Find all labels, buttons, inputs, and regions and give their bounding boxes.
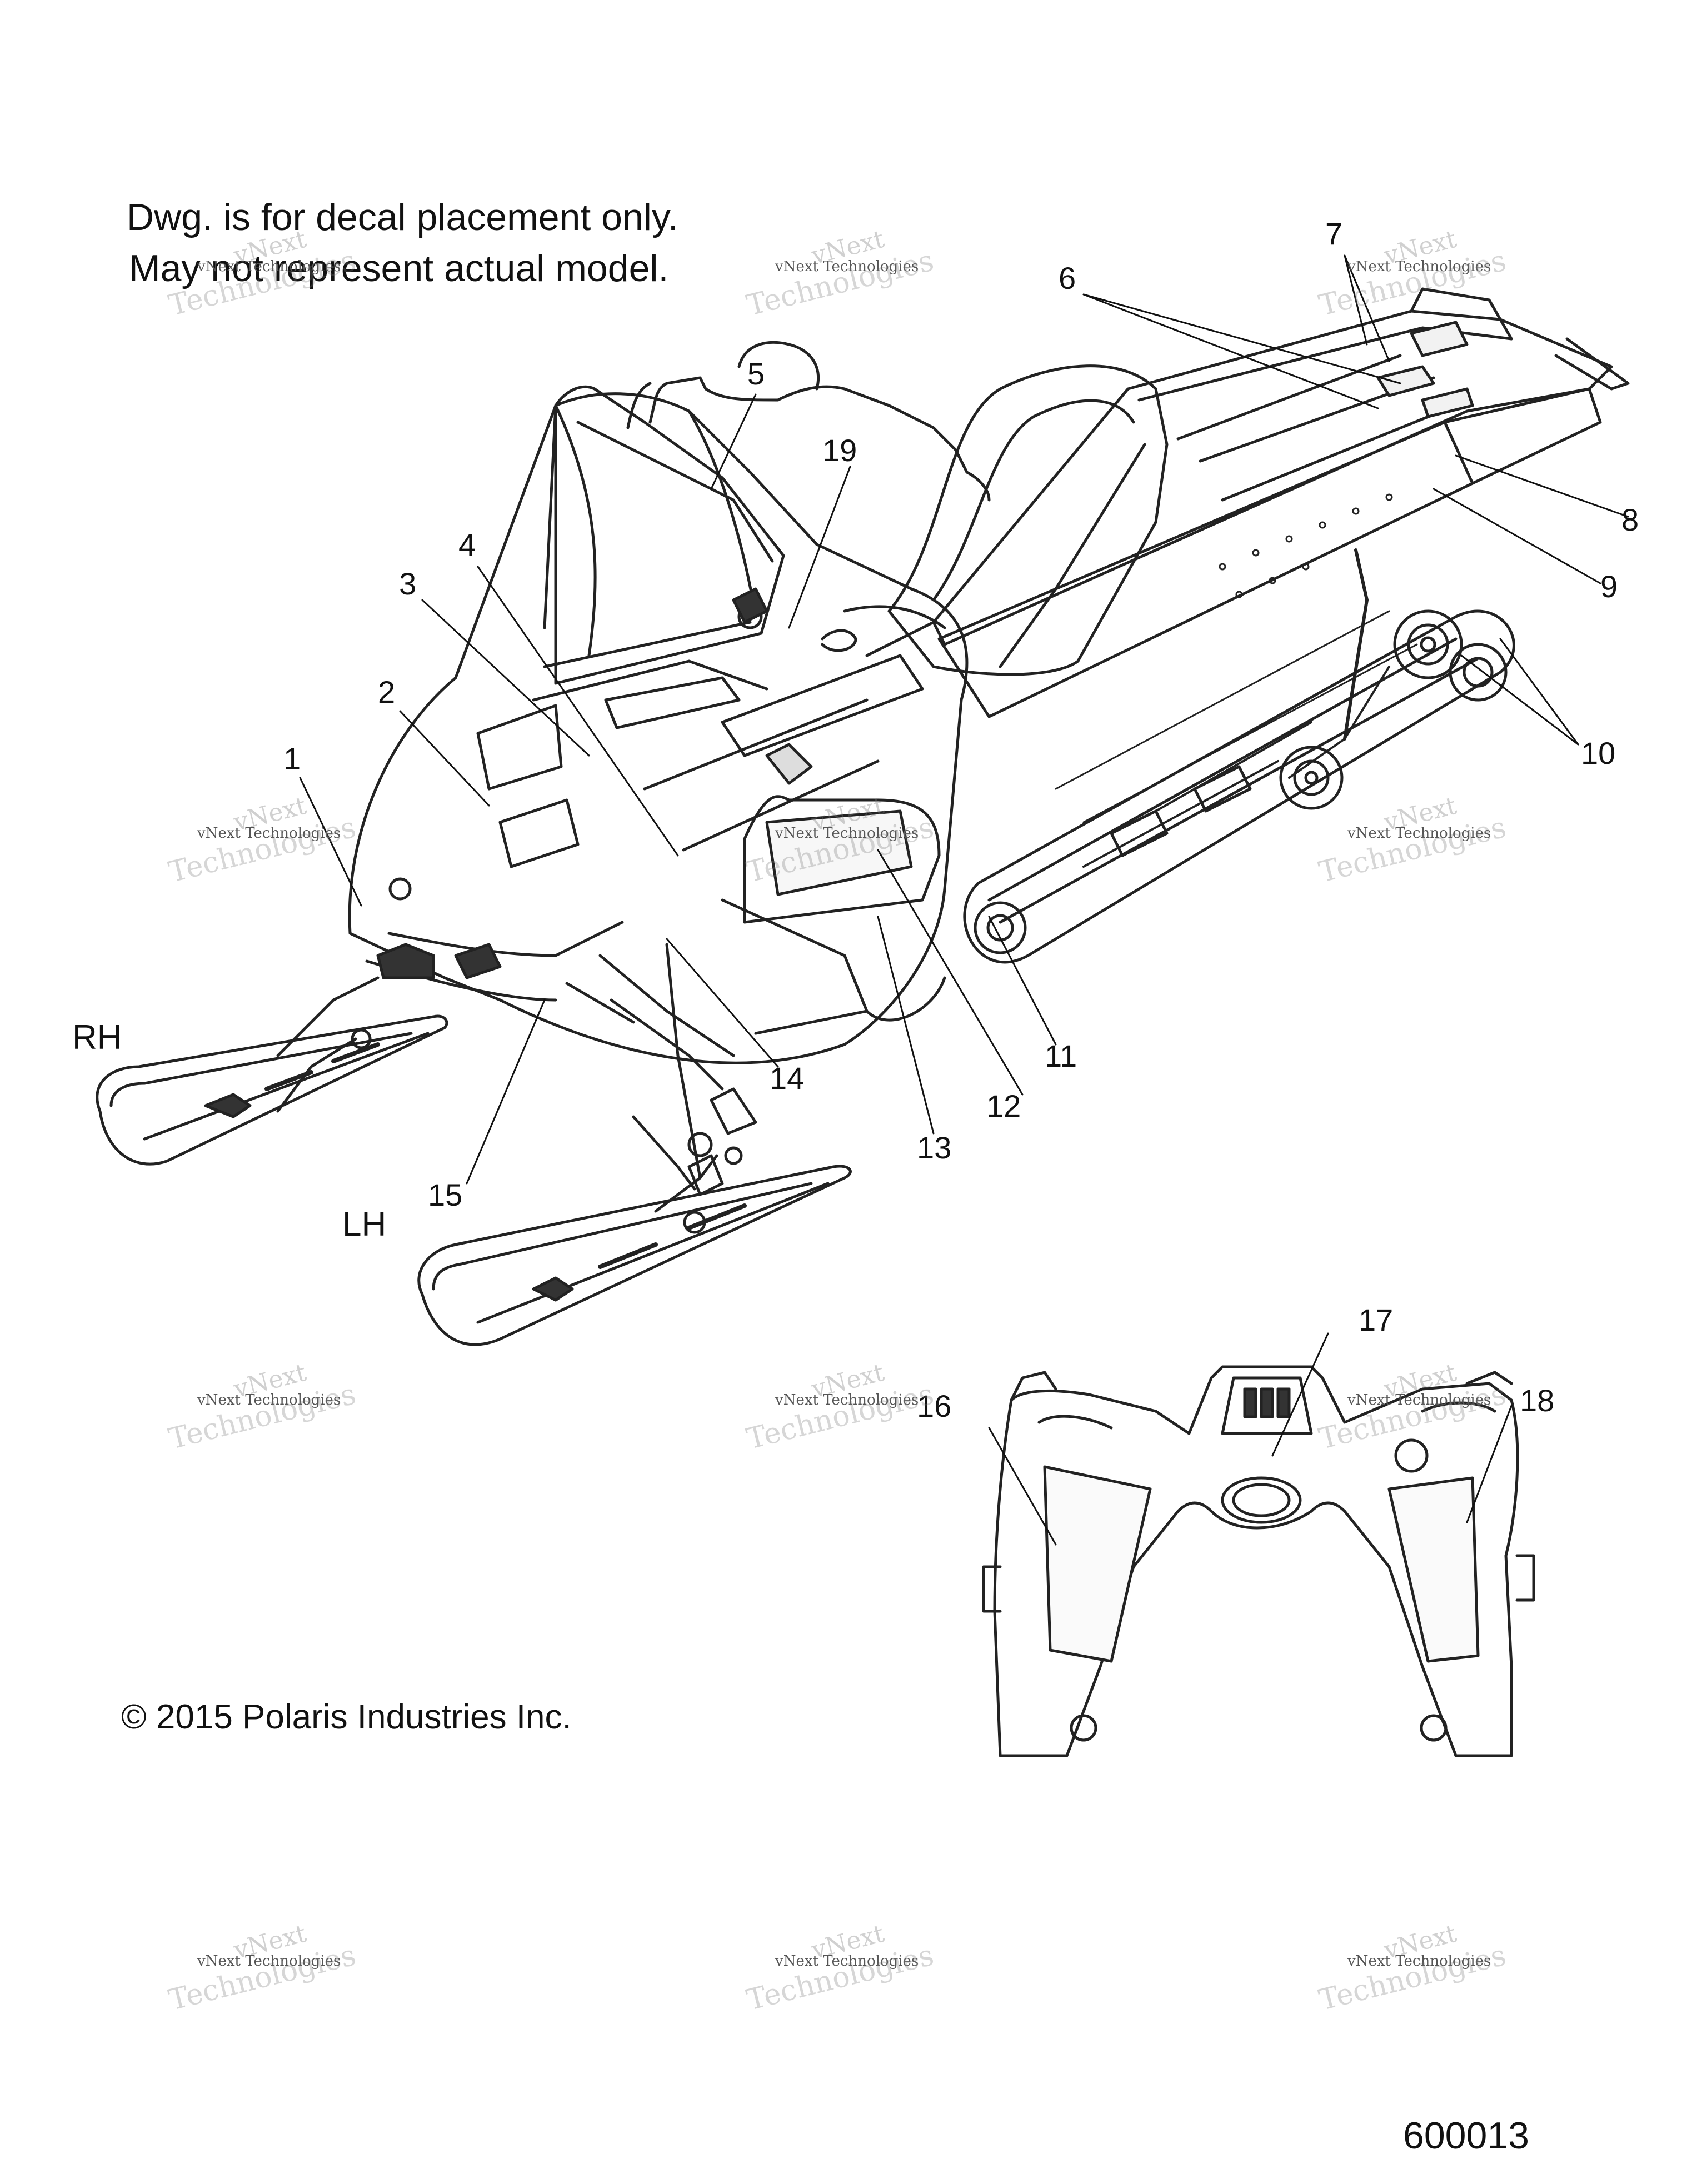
note-line-2: May not represent actual model. — [129, 247, 669, 289]
copyright-text: © 2015 Polaris Industries Inc. — [121, 1698, 572, 1736]
callout-18: 18 — [1520, 1383, 1554, 1418]
drawing-reference-number: 600013 — [1403, 2115, 1529, 2157]
callout-5: 5 — [747, 356, 765, 391]
callout-2: 2 — [378, 674, 395, 709]
note-line-1: Dwg. is for decal placement only. — [127, 196, 678, 238]
callout-14: 14 — [770, 1061, 804, 1096]
leader-lines — [299, 254, 1629, 1546]
callout-4: 4 — [458, 527, 476, 562]
windshield — [543, 385, 785, 685]
tunnel-assembly — [865, 287, 1630, 718]
body-hood — [348, 392, 969, 1064]
callout-8: 8 — [1621, 502, 1639, 537]
front-suspension — [276, 943, 757, 1196]
callout-1: 1 — [283, 741, 301, 776]
callout-19: 19 — [822, 433, 857, 468]
callout-12: 12 — [986, 1088, 1021, 1123]
callout-15: 15 — [428, 1177, 462, 1212]
callout-16: 16 — [917, 1388, 951, 1423]
rh-ski — [96, 1014, 448, 1166]
callout-13: 13 — [917, 1130, 951, 1165]
hood-inset-drawing — [982, 1365, 1535, 1757]
callout-17: 17 — [1359, 1302, 1393, 1337]
seat — [887, 364, 1169, 676]
callout-11: 11 — [1045, 1038, 1077, 1073]
callout-7: 7 — [1325, 216, 1342, 251]
callout-numbers: 1 2 3 4 5 6 7 8 9 10 11 12 13 14 15 16 1… — [283, 216, 1639, 1423]
track-assembly — [963, 548, 1515, 964]
callout-3: 3 — [399, 566, 416, 601]
callout-10: 10 — [1581, 736, 1615, 771]
label-lh: LH — [342, 1205, 387, 1243]
callout-9: 9 — [1600, 569, 1618, 604]
callout-6: 6 — [1059, 261, 1076, 296]
handlebar — [626, 341, 991, 652]
label-rh: RH — [72, 1018, 122, 1057]
lh-ski — [417, 1154, 852, 1346]
